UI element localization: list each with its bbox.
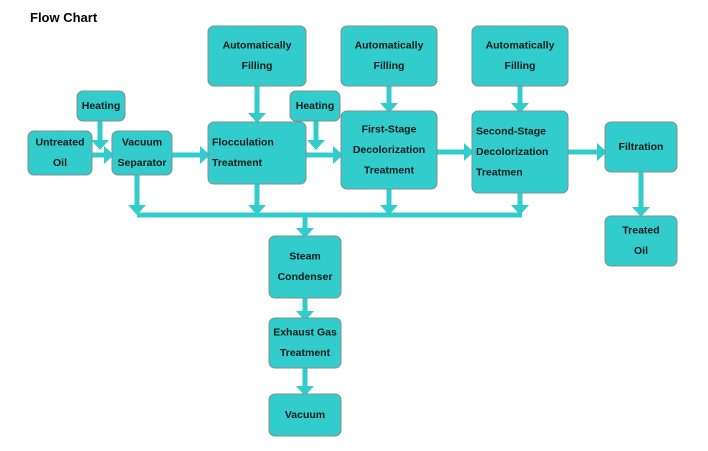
node-label-line: Treatmen <box>476 166 523 178</box>
arrow-head <box>597 143 607 161</box>
node-box <box>207 121 307 185</box>
node-heating-1: Heating <box>76 90 126 122</box>
arrow-head <box>511 205 529 215</box>
node-label-line: Heating <box>296 100 335 112</box>
node-box <box>604 215 678 267</box>
arrow-head <box>333 146 343 164</box>
node-label-line: Treatment <box>280 347 331 359</box>
node-box <box>207 25 307 87</box>
node-vacuum: Vacuum <box>268 393 342 437</box>
node-label-line: Vacuum <box>285 409 325 421</box>
node-label-line: Steam <box>289 251 321 263</box>
arrow-head <box>296 386 314 396</box>
node-label-line: Separator <box>117 157 166 169</box>
node-heating-2: Heating <box>289 90 341 122</box>
arrow-head <box>380 103 398 113</box>
page-title: Flow Chart <box>30 10 98 25</box>
node-box <box>111 130 173 176</box>
node-box <box>76 90 126 122</box>
node-label-line: Automatically <box>486 40 555 52</box>
arrow-head <box>248 205 266 215</box>
node-box <box>604 121 678 173</box>
node-box <box>340 25 438 87</box>
node-label-line: Vacuum <box>122 137 162 149</box>
node-box <box>268 393 342 437</box>
arrow-head <box>248 113 266 123</box>
node-label-line: Heating <box>82 100 121 112</box>
nodes: UntreatedOilHeatingVacuumSeparatorAutoma… <box>27 25 678 437</box>
node-label-line: Treatment <box>364 164 415 176</box>
node-box <box>268 317 342 369</box>
arrow-head <box>380 205 398 215</box>
node-label-line: Automatically <box>355 40 424 52</box>
node-label-line: Filling <box>242 60 273 72</box>
node-label-line: Oil <box>53 157 67 169</box>
arrow-head <box>104 146 114 164</box>
node-label-line: Treated <box>622 225 659 237</box>
node-label-line: Second-Stage <box>476 125 546 137</box>
node-box <box>289 90 341 122</box>
node-label-line: Automatically <box>223 40 292 52</box>
arrow-head <box>296 311 314 321</box>
connectors <box>91 86 650 396</box>
node-label-line: Untreated <box>35 137 84 149</box>
node-label-line: Filling <box>374 60 405 72</box>
node-label-line: Treatment <box>212 157 263 169</box>
arrow-head <box>200 146 210 164</box>
node-label-line: Filtration <box>619 141 664 153</box>
node-box <box>471 110 569 194</box>
arrow-head <box>511 103 529 113</box>
node-label-line: Condenser <box>278 271 333 283</box>
node-label-line: Filling <box>505 60 536 72</box>
arrow-head <box>632 207 650 217</box>
arrow-head <box>128 205 146 215</box>
node-label-line: Oil <box>634 245 648 257</box>
node-label-line: Decolorization <box>353 144 425 156</box>
arrow-head <box>464 143 474 161</box>
node-box <box>471 25 569 87</box>
node-box <box>27 130 93 176</box>
node-box <box>268 235 342 299</box>
node-label-line: Exhaust Gas <box>273 327 337 339</box>
arrow-head <box>307 140 325 150</box>
arrow-head <box>296 228 314 238</box>
arrow-head <box>91 140 109 150</box>
node-box <box>340 110 438 190</box>
node-label-line: First-Stage <box>362 123 417 135</box>
node-label-line: Decolorization <box>476 146 548 158</box>
node-label-line: Flocculation <box>212 137 274 149</box>
node-filtration: Filtration <box>604 121 678 173</box>
